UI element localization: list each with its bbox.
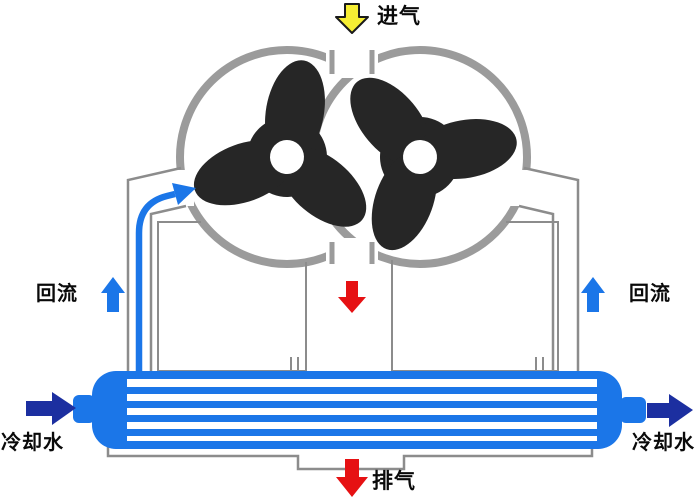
backflow-left-up-arrow-icon <box>101 277 125 312</box>
cooling-water-outlet-arrow-icon <box>647 394 693 427</box>
heat-exchanger <box>73 371 646 449</box>
recirculation-arrow-icon <box>135 183 196 378</box>
cooler-tubes <box>127 387 597 436</box>
intake-label: 进气 <box>377 5 421 28</box>
cooling-water-inlet-label: 冷却水 <box>1 432 64 454</box>
backflow-right-up-arrow-icon <box>581 277 605 312</box>
cooling-water-outlet-label: 冷却水 <box>632 432 695 454</box>
exhaust-label: 排气 <box>372 470 416 493</box>
cooler-inlet-nozzle <box>73 395 95 423</box>
cooler-outlet-nozzle <box>620 397 646 423</box>
exhaust-down-arrow-icon <box>336 459 368 497</box>
right-return-duct <box>518 166 580 371</box>
backflow-right-label: 回流 <box>629 283 671 305</box>
intake-down-arrow-icon <box>335 3 369 34</box>
left-return-duct <box>126 166 187 371</box>
backflow-left-label: 回流 <box>36 283 78 305</box>
internal-exhaust-down-arrow-icon <box>338 281 366 313</box>
cooling-water-inlet-arrow-icon <box>26 392 76 425</box>
